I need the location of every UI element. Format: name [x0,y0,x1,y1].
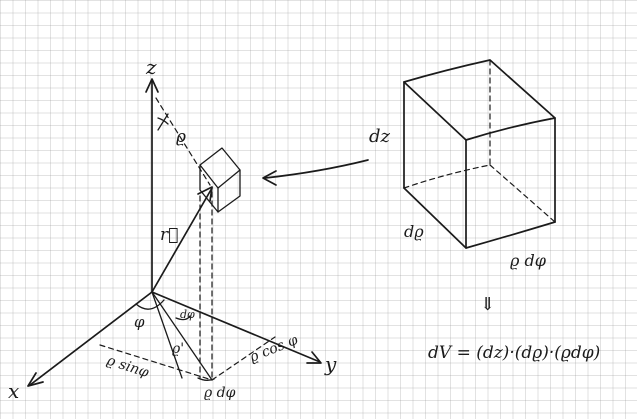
x-parallel-line [99,344,213,381]
label-axis-y: y [324,352,337,376]
label-rho-prime: ϱ' [172,341,184,357]
labels: z x y ϱ r⃗ φ dφ ϱ sinφ ϱ cos φ ϱ' ϱ dφ d… [8,55,600,403]
angle-phi-arc [135,299,165,310]
label-implies-arrow: ⇓ [480,294,495,315]
label-vector-r: r⃗ [160,225,178,245]
rho-prime-ray [151,291,213,381]
label-volume-formula: dV = (dz)·(dϱ)·(ϱdφ) [428,343,600,363]
label-rho-d-phi-small: ϱ dφ [204,385,236,401]
x-axis-arrowhead [27,372,44,387]
x-axis [29,291,153,386]
position-vector-arrowhead [197,186,213,202]
angle-dphi-arc [175,315,191,321]
label-rho-sin-phi: ϱ sinφ [105,353,151,382]
large-bottom-front [403,187,556,249]
angle-theta-tick [157,113,169,131]
y-axis [151,291,321,363]
label-d-phi: dφ [180,308,195,321]
y-axis-arrowhead [306,351,322,364]
pointer-arrow [262,159,369,186]
large-volume-element [403,59,556,249]
label-rho-d-phi-big: ϱ dφ [510,251,547,270]
large-top-face [403,59,556,141]
label-dz: dz [369,126,391,147]
label-axis-z: z [145,55,157,79]
coordinate-axes [27,78,322,387]
position-vector-r [151,187,213,293]
label-d-rho: dϱ [404,222,424,241]
construction-lines [99,97,276,381]
small-volume-element [199,147,241,213]
label-phi-angle: φ [134,313,145,331]
large-front-edges [403,81,556,249]
rho-line-to-z-axis [155,97,211,186]
rho-prime-ray-2 [151,291,183,379]
label-radius-rho: ϱ [176,127,186,147]
arc-ground-small [197,377,215,381]
large-hidden-edges [403,59,556,223]
z-axis-arrowhead [145,78,159,93]
y-parallel-line [211,336,276,381]
label-axis-x: x [8,379,19,403]
